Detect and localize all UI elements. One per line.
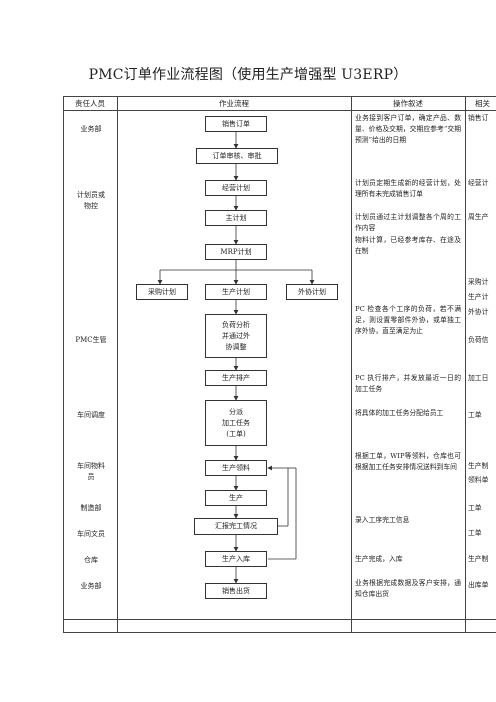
box-material-pick: 生产领料 <box>205 460 267 476</box>
desc-business-plan: 计划员定期生成新的经营计划，处理所有未完成销售订单 <box>355 179 461 199</box>
box-mrp-plan: MRP计划 <box>205 244 267 260</box>
box-sales-out: 销售出货 <box>205 583 267 599</box>
desc-load-analysis: PC 检查各个工序的负荷，若不满足，则设置零部件外协，或单独工序外协，直至满足为… <box>355 305 461 336</box>
desc-dispatch: 将具体的加工任务分配给员工 <box>355 409 444 417</box>
footer-divider <box>63 619 496 620</box>
role-pmc: PMC生管 <box>75 336 107 344</box>
box-production-plan: 生产计划 <box>205 284 267 300</box>
box-produce: 生产 <box>205 490 267 506</box>
related-doc: 生产制 <box>468 462 489 470</box>
role-manufacturing: 制造部 <box>80 504 102 512</box>
desc-sales-out: 业务根据完成数据及客户安排，通知仓库出货 <box>355 579 461 599</box>
box-dispatch-tasks: 分派 加工任务 (工单) <box>205 400 267 446</box>
desc-schedule: PC 执行排产，并发放最近一日的加工任务 <box>355 374 461 394</box>
box-report-completion: 汇报完工情况 <box>194 518 278 535</box>
related-doc: 工单 <box>468 529 482 537</box>
header-related: 相关 <box>475 99 490 108</box>
column-divider <box>117 96 118 633</box>
desc-warehouse-in: 生产完成，入库 <box>355 555 403 563</box>
desc-master-plan: 计划员通过主计划调整各个周的工作内容 <box>355 213 461 233</box>
header-flow: 作业流程 <box>219 99 249 108</box>
related-doc: 工单 <box>468 411 482 419</box>
box-business-plan: 经营计划 <box>205 180 267 196</box>
flow-table <box>63 96 496 633</box>
related-doc: 经营计 <box>468 179 489 187</box>
page-title: PMC订单作业流程图（使用生产增强型 U3ERP） <box>88 67 408 83</box>
box-master-plan: 主计划 <box>205 210 267 226</box>
role-workshop-clerk: 车间文员 <box>77 530 105 538</box>
header-description: 操作叙述 <box>393 99 423 108</box>
desc-mrp: 物料计算，已经参考库存、在途及在制 <box>355 236 461 256</box>
box-warehouse-in: 生产入库 <box>205 551 267 567</box>
related-doc: 销售订 <box>468 114 489 122</box>
related-doc: 生产计 <box>468 293 489 301</box>
header-role: 责任人员 <box>75 99 105 108</box>
related-doc: 周生产 <box>468 213 489 221</box>
related-doc: 外协计 <box>468 308 489 316</box>
box-purchase-plan: 采购计划 <box>136 284 188 300</box>
box-load-analysis: 负荷分析 并通过外 协调整 <box>205 314 267 358</box>
desc-report: 录入工序完工信息 <box>355 516 410 524</box>
related-doc: 采购计 <box>468 278 489 286</box>
desc-sales-order: 业务接到客户订单，确定产品、数量、价格及交期，交期应参考“交期预测”给出的日期 <box>355 114 461 145</box>
column-divider <box>465 96 466 633</box>
box-outsource-plan: 外协计划 <box>286 284 338 300</box>
related-doc: 领料单 <box>468 476 489 484</box>
role-warehouse: 仓库 <box>84 556 98 564</box>
related-doc: 加工日 <box>468 374 489 382</box>
related-doc: 出库单 <box>468 581 489 589</box>
related-doc: 负荷信 <box>468 336 489 344</box>
box-order-review: 订单审核、审批 <box>196 148 278 164</box>
role-sales-final: 业务部 <box>80 582 102 590</box>
related-doc: 生产制 <box>468 555 489 563</box>
box-production-schedule: 生产排产 <box>205 370 267 386</box>
role-workshop-dispatch: 车间调度 <box>77 411 105 419</box>
desc-material: 根据工单，WIP等领料，仓库也可根据加工任务安排情况送料到车间 <box>355 452 461 472</box>
column-divider <box>351 96 352 633</box>
role-workshop-material: 车间物料 员 <box>77 462 105 481</box>
role-planner: 计划员或 物控 <box>77 191 105 210</box>
related-doc: 工单 <box>468 504 482 512</box>
role-sales: 业务部 <box>80 125 102 133</box>
header-divider <box>63 110 496 111</box>
box-sales-order: 销售订单 <box>205 116 267 132</box>
